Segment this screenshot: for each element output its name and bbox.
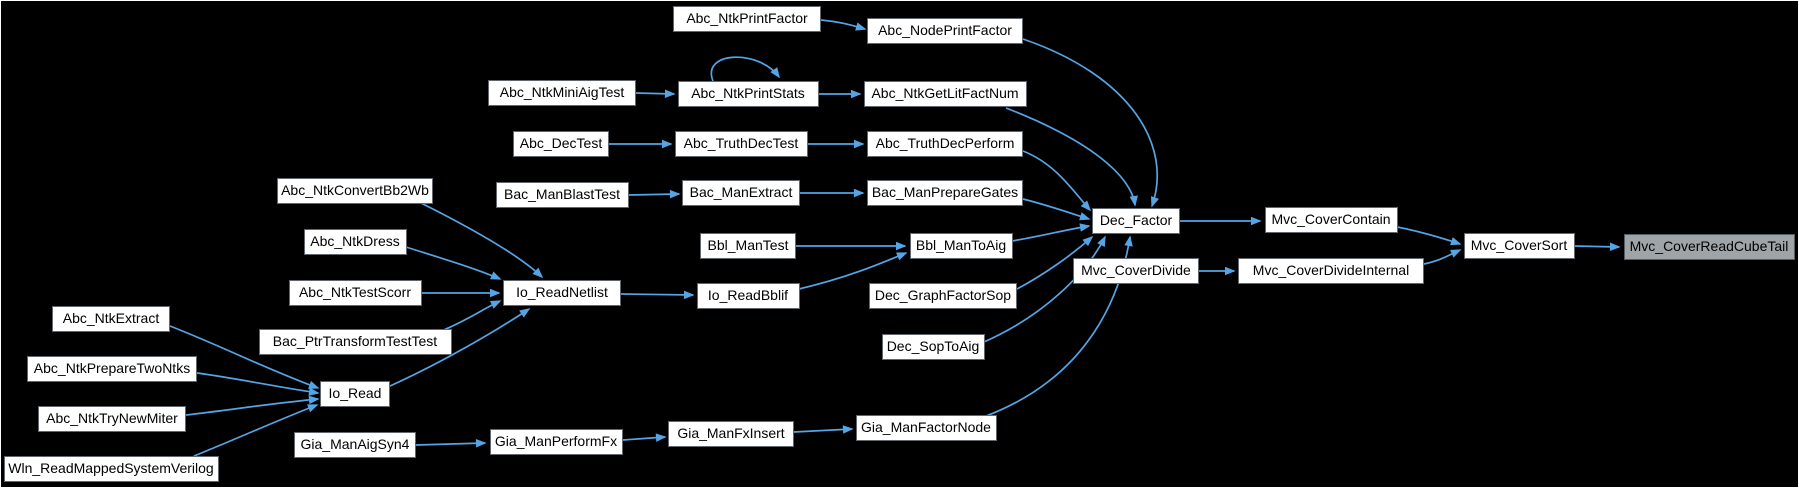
edge-Bbl_ManToAig-to-Dec_Factor bbox=[1011, 223, 1091, 242]
graph-node-Dec_SopToAig[interactable]: Dec_SopToAig bbox=[881, 334, 985, 360]
graph-node-Io_ReadBblif[interactable]: Io_ReadBblif bbox=[696, 283, 800, 309]
edge-Mvc_CoverSort-to-Mvc_CoverReadCubeTail bbox=[1573, 242, 1621, 252]
graph-node-Abc_NtkGetLitFactNum[interactable]: Abc_NtkGetLitFactNum bbox=[863, 81, 1027, 107]
graph-node-Abc_TruthDecPerform[interactable]: Abc_TruthDecPerform bbox=[867, 131, 1023, 157]
graph-node-Abc_NtkPrintStats[interactable]: Abc_NtkPrintStats bbox=[677, 81, 819, 107]
graph-node-Abc_NtkDress[interactable]: Abc_NtkDress bbox=[303, 229, 407, 255]
graph-node-Abc_NtkExtract[interactable]: Abc_NtkExtract bbox=[52, 306, 170, 332]
graph-node-Gia_ManFxInsert[interactable]: Gia_ManFxInsert bbox=[668, 421, 794, 447]
graph-node-Dec_GraphFactorSop[interactable]: Dec_GraphFactorSop bbox=[869, 283, 1017, 309]
graph-node-Abc_NtkPrintFactor[interactable]: Abc_NtkPrintFactor bbox=[673, 6, 821, 32]
edge-Abc_NtkConvertBb2Wb-to-Io_ReadNetlist bbox=[420, 202, 544, 279]
graph-node-Abc_NodePrintFactor[interactable]: Abc_NodePrintFactor bbox=[867, 18, 1023, 44]
graph-node-Abc_DecTest[interactable]: Abc_DecTest bbox=[513, 131, 609, 157]
edge-Bac_PtrTransformTestTest-to-Io_ReadNetlist bbox=[440, 300, 502, 332]
graph-node-Mvc_CoverDivideInternal[interactable]: Mvc_CoverDivideInternal bbox=[1238, 258, 1424, 284]
graph-node-Mvc_CoverSort[interactable]: Mvc_CoverSort bbox=[1463, 233, 1575, 259]
graph-node-Mvc_CoverReadCubeTail: Mvc_CoverReadCubeTail bbox=[1623, 234, 1795, 260]
graph-node-Io_Read[interactable]: Io_Read bbox=[320, 381, 390, 407]
edge-Abc_NtkTryNewMiter-to-Io_Read bbox=[185, 395, 320, 416]
edge-Abc_NtkMiniAigTest-to-Abc_NtkPrintStats bbox=[635, 89, 676, 99]
graph-node-Bac_ManPrepareGates[interactable]: Bac_ManPrepareGates bbox=[867, 180, 1023, 206]
graph-node-Gia_ManFactorNode[interactable]: Gia_ManFactorNode bbox=[855, 415, 997, 441]
graph-node-Abc_NtkMiniAigTest[interactable]: Abc_NtkMiniAigTest bbox=[488, 80, 636, 106]
graph-node-Bbl_ManToAig[interactable]: Bbl_ManToAig bbox=[909, 233, 1013, 259]
graph-node-Abc_NtkTestScorr[interactable]: Abc_NtkTestScorr bbox=[288, 280, 422, 306]
graph-node-Abc_NtkPrepareTwoNtks[interactable]: Abc_NtkPrepareTwoNtks bbox=[27, 356, 197, 382]
graph-node-Abc_NtkTryNewMiter[interactable]: Abc_NtkTryNewMiter bbox=[38, 406, 186, 432]
graph-node-Wln_ReadMappedSystemVerilog[interactable]: Wln_ReadMappedSystemVerilog bbox=[3, 456, 219, 482]
graph-node-Abc_TruthDecTest[interactable]: Abc_TruthDecTest bbox=[674, 131, 808, 157]
edge-Abc_TruthDecPerform-to-Dec_Factor bbox=[1022, 150, 1092, 212]
edge-Bac_ManBlastTest-to-Bac_ManExtract bbox=[627, 189, 681, 199]
edge-Io_ReadBblif-to-Bbl_ManToAig bbox=[798, 252, 908, 290]
graph-node-Bac_ManBlastTest[interactable]: Bac_ManBlastTest bbox=[495, 182, 629, 208]
graph-node-Mvc_CoverContain[interactable]: Mvc_CoverContain bbox=[1264, 207, 1398, 233]
edge-Abc_NtkDress-to-Io_ReadNetlist bbox=[405, 246, 502, 280]
graph-node-Bac_PtrTransformTestTest[interactable]: Bac_PtrTransformTestTest bbox=[258, 329, 452, 355]
edge-Abc_NtkExtract-to-Io_Read bbox=[169, 325, 320, 389]
edge-Abc_NodePrintFactor-to-Dec_Factor bbox=[1022, 38, 1159, 208]
edge-Gia_ManPerformFx-to-Gia_ManFxInsert bbox=[622, 433, 667, 442]
edge-group bbox=[169, 19, 1621, 457]
edge-Abc_NtkGetLitFactNum-to-Dec_Factor bbox=[1005, 107, 1138, 207]
graph-node-Dec_Factor[interactable]: Dec_Factor bbox=[1092, 208, 1180, 234]
edge-Dec_SopToAig-to-Dec_Factor bbox=[983, 235, 1106, 343]
edge-Bac_ManPrepareGates-to-Dec_Factor bbox=[1022, 198, 1091, 221]
edge-Abc_NtkPrepareTwoNtks-to-Io_Read bbox=[196, 372, 320, 396]
edge-Abc_NtkPrintFactor-to-Abc_NodePrintFactor bbox=[820, 19, 867, 31]
edge-Wln_ReadMappedSystemVerilog-to-Io_Read bbox=[193, 404, 319, 457]
graph-node-Bac_ManExtract[interactable]: Bac_ManExtract bbox=[682, 180, 800, 206]
graph-node-Gia_ManAigSyn4[interactable]: Gia_ManAigSyn4 bbox=[294, 432, 416, 458]
graph-node-Bbl_ManTest[interactable]: Bbl_ManTest bbox=[700, 233, 796, 259]
edge-Gia_ManFxInsert-to-Gia_ManFactorNode bbox=[793, 425, 854, 434]
graph-node-Gia_ManPerformFx[interactable]: Gia_ManPerformFx bbox=[489, 429, 623, 455]
edge-Mvc_CoverContain-to-Mvc_CoverSort bbox=[1396, 226, 1462, 246]
edge-Mvc_CoverDivideInternal-to-Mvc_CoverSort bbox=[1423, 249, 1462, 265]
edge-Abc_NtkPrintStats-to-Abc_NtkPrintStats bbox=[710, 56, 780, 82]
graph-node-Io_ReadNetlist[interactable]: Io_ReadNetlist bbox=[503, 280, 621, 306]
edge-Io_Read-to-Io_ReadNetlist bbox=[389, 308, 531, 387]
graph-node-Mvc_CoverDivide[interactable]: Mvc_CoverDivide bbox=[1073, 258, 1199, 284]
edge-Io_ReadNetlist-to-Io_ReadBblif bbox=[620, 290, 695, 300]
edge-Dec_GraphFactorSop-to-Dec_Factor bbox=[1016, 235, 1094, 290]
graph-node-Abc_NtkConvertBb2Wb[interactable]: Abc_NtkConvertBb2Wb bbox=[277, 178, 433, 204]
edge-Gia_ManAigSyn4-to-Gia_ManPerformFx bbox=[415, 439, 487, 448]
